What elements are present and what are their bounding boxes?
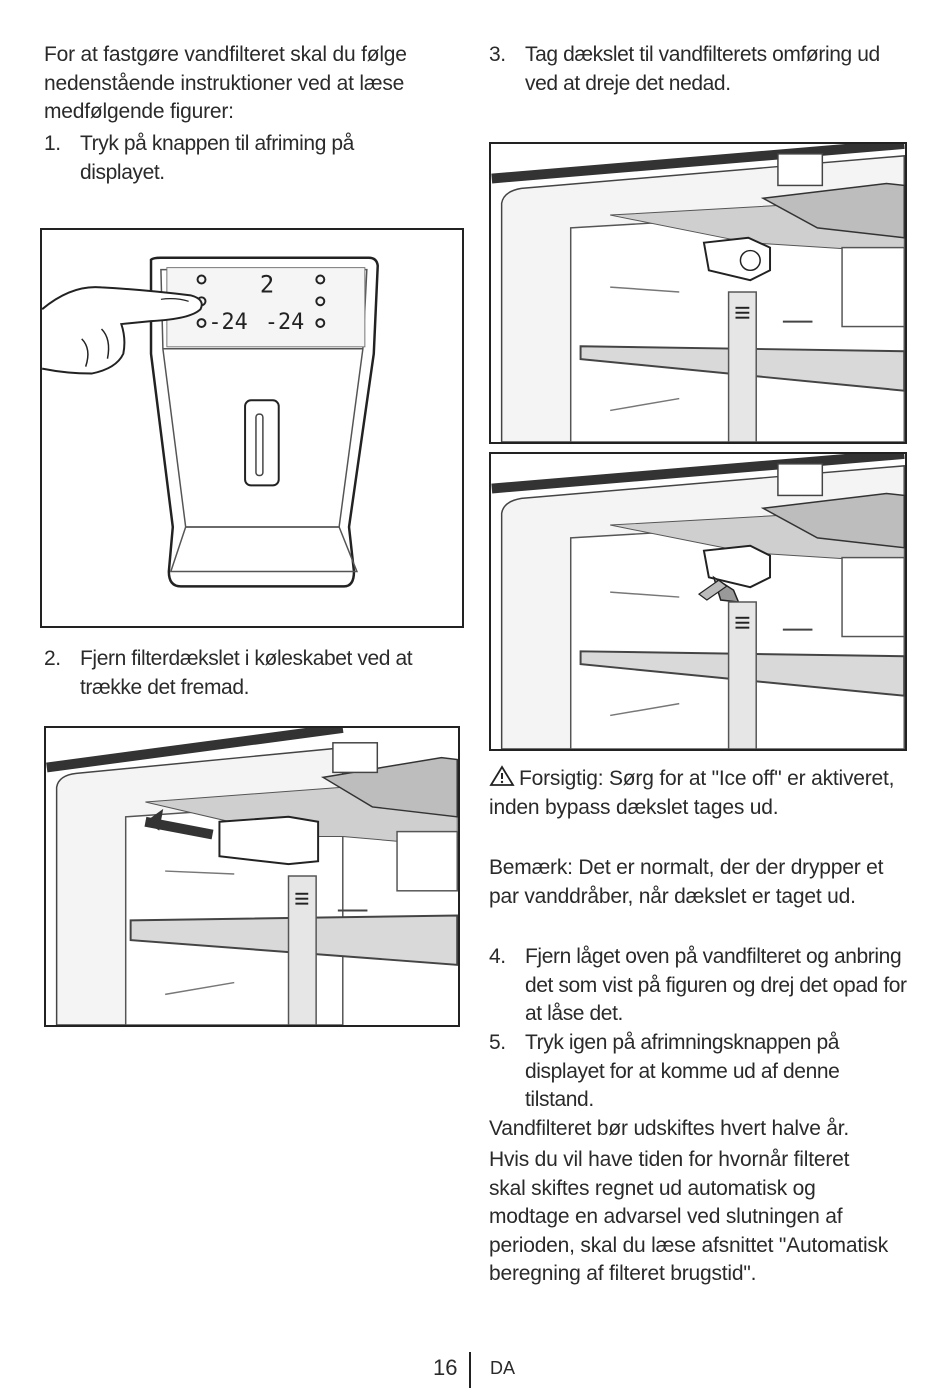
intro-text: For at fastgøre vandfilteret skal du føl… [44, 43, 407, 123]
display-left-value: -24 [208, 310, 247, 335]
figure-filter-cover [44, 726, 460, 1027]
step-3-number: 3. [489, 43, 506, 66]
step-5-number: 5. [489, 1031, 506, 1054]
replace-note: Vandfilteret bør udskiftes hvert halve å… [489, 1117, 850, 1140]
step-1-text: Tryk på knappen til afriming på displaye… [80, 132, 354, 184]
figure-bypass-cover-1 [489, 142, 907, 444]
step-5-text: Tryk igen på afrimningsknappen på displa… [525, 1031, 840, 1111]
step-4-number: 4. [489, 945, 506, 968]
caution-paragraph: Forsigtig: Sørg for at "Ice off" er akti… [489, 765, 909, 822]
figure-bypass-cover-2 [489, 452, 907, 751]
display-top-value: 2 [260, 270, 274, 298]
caution-text: Forsigtig: Sørg for at "Ice off" er akti… [489, 767, 895, 819]
step-2: 2. Fjern filterdækslet i køleskabet ved … [44, 645, 464, 705]
step-1: 1. Tryk på knappen til afriming på displ… [44, 130, 464, 190]
display-panel-illustration: 2 -24 -24 [42, 256, 379, 588]
step-4-text: Fjern låget oven på vandfilteret og anbr… [525, 945, 907, 1025]
step-2-text: Fjern filterdækslet i køleskabet ved at … [80, 647, 413, 699]
language-code: DA [490, 1358, 516, 1378]
step-3-text: Tag dækslet til vandfilterets omføring u… [525, 43, 880, 95]
step-4: 4. Fjern låget oven på vandfilteret og a… [489, 943, 909, 1031]
display-right-value: -24 [265, 310, 304, 335]
fridge-interior-illustration-3 [491, 454, 905, 749]
note-paragraph: Bemærk: Det er normalt, der der drypper … [489, 856, 884, 908]
auto-calc-note: Hvis du vil have tiden for hvornår filte… [489, 1148, 889, 1285]
fridge-interior-illustration-1 [46, 728, 458, 1025]
figure-display-panel: 2 -24 -24 [40, 228, 464, 628]
step-5: 5. Tryk igen på afrimningsknappen på dis… [489, 1029, 909, 1117]
step-2-number: 2. [44, 647, 61, 670]
fridge-interior-illustration-2 [491, 144, 905, 442]
warning-triangle-icon [489, 765, 515, 786]
step-1-number: 1. [44, 132, 61, 155]
step-3: 3. Tag dækslet til vandfilterets omførin… [489, 41, 909, 101]
page-number: 16 [433, 1355, 458, 1380]
footer-divider [469, 1352, 471, 1388]
